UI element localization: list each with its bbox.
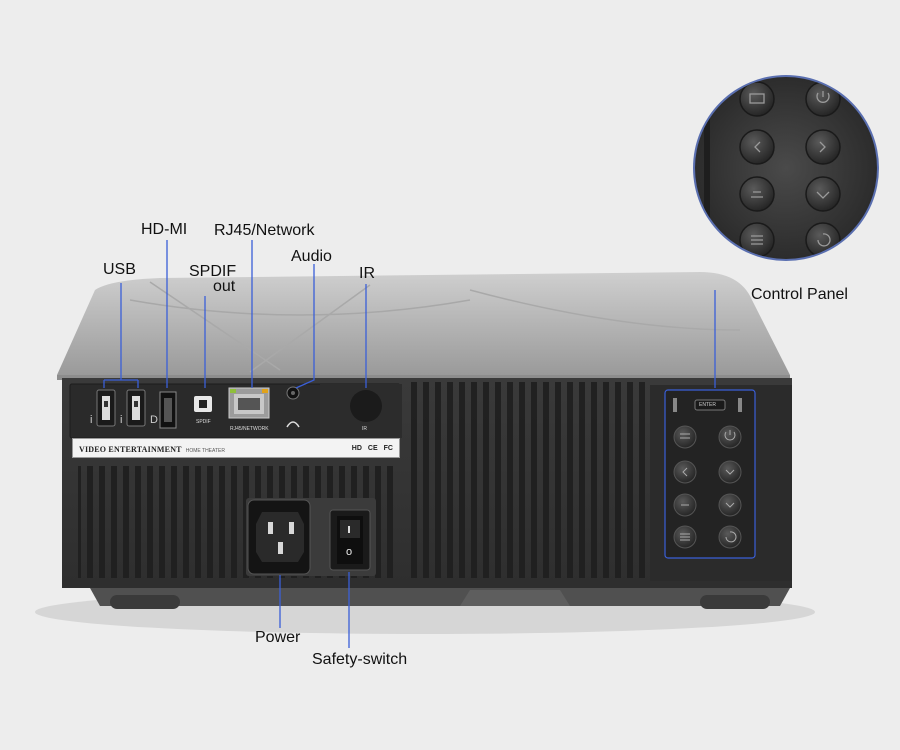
- power-label: Power: [255, 629, 301, 646]
- svg-text:o: o: [346, 546, 352, 558]
- control-panel-label: Control Panel: [751, 286, 848, 303]
- callout-lines: [103, 240, 716, 648]
- rj45-label: RJ45/Network: [214, 222, 315, 239]
- ir-window: [350, 390, 382, 422]
- base: [90, 588, 790, 606]
- fc-logo: FC: [383, 444, 393, 452]
- svg-text:D: D: [150, 414, 158, 426]
- usb-ports: i i: [90, 389, 146, 427]
- svg-text:i: i: [90, 414, 92, 426]
- hdmi-label: HD-MI: [141, 221, 188, 238]
- safety-switch-label: Safety-switch: [312, 651, 408, 668]
- ce-logo: CE: [367, 444, 378, 452]
- ir-port-label: IR: [362, 426, 367, 432]
- spdif-label-line1: SPDIF: [189, 263, 237, 280]
- audio-jack: [286, 386, 300, 428]
- network-port-label: RJ45/NETWORK: [230, 426, 269, 432]
- vent-center: [406, 382, 646, 578]
- spdif-label-line2: out: [213, 278, 236, 295]
- strip-sub: HOME THEATER: [185, 448, 225, 454]
- strip-brand: VIDEO ENTERTAINMENT: [79, 445, 182, 454]
- panel-buttons: [673, 425, 742, 549]
- power-inlet: [247, 499, 311, 575]
- control-panel-zoom: [693, 75, 879, 261]
- usb-label: USB: [103, 261, 136, 278]
- hdmi-port: D: [150, 391, 177, 429]
- safety-switch: o: [329, 509, 371, 571]
- spdif-port: [194, 396, 212, 412]
- top-cover: [57, 272, 790, 375]
- spdif-label: SPDIF out: [189, 263, 237, 295]
- svg-text:i: i: [120, 414, 122, 426]
- audio-label: Audio: [291, 248, 332, 265]
- rj45-port: [228, 387, 270, 419]
- enter-label: ENTER: [699, 402, 716, 408]
- hd-logo: HD: [351, 444, 362, 452]
- strip-logos: HD CE FC: [352, 445, 393, 452]
- ir-label: IR: [359, 265, 375, 282]
- spdif-port-label: SPDIF: [196, 419, 211, 425]
